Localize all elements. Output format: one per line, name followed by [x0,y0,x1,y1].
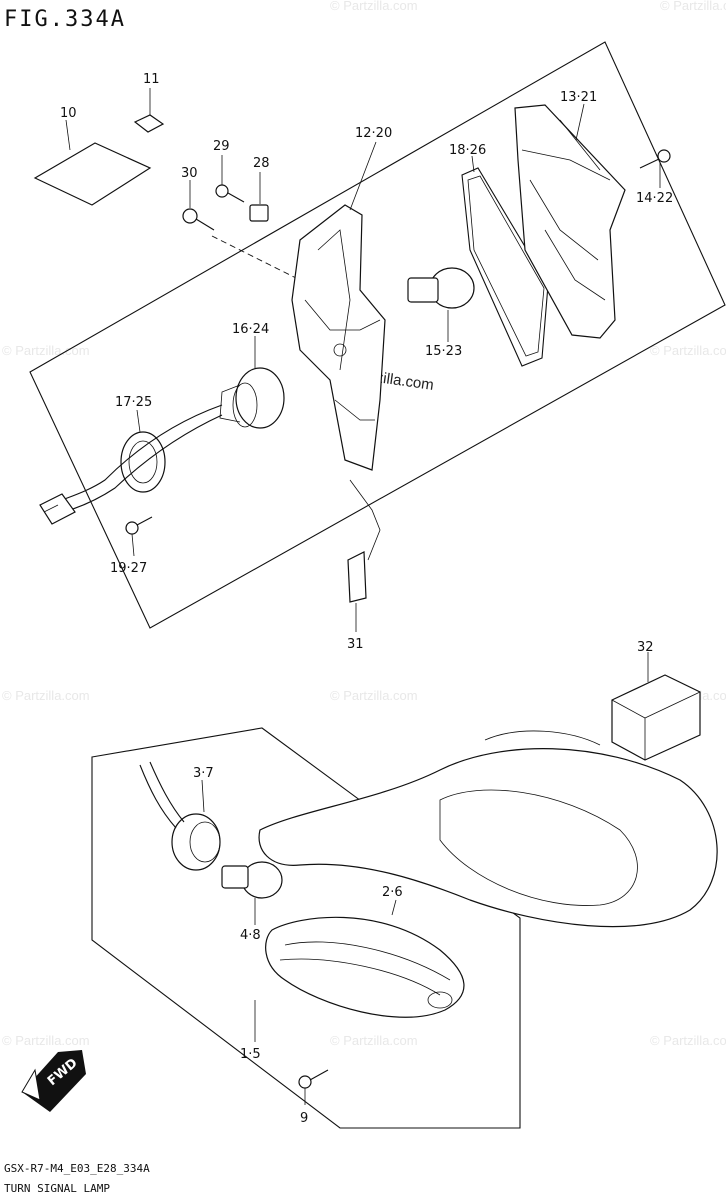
callout-31: 31 [347,637,364,652]
callout-11: 11 [143,72,160,87]
callout-9: 9 [300,1111,308,1126]
part-16-socket [219,336,285,429]
harness-connector [39,493,76,525]
part-11-block [133,88,165,133]
leader-dashed [211,235,301,281]
part-lamp-stalk [258,730,718,928]
part-2-lens [265,899,465,1018]
watermark: © Partzilla.com [330,1033,418,1048]
callout-18-26: 18·26 [449,143,486,158]
callout-10: 10 [60,106,77,121]
part-4-bulb [221,861,283,925]
part-31-clip [347,479,381,632]
part-12-housing [291,141,386,471]
callout-4-8: 4·8 [240,928,261,943]
part-17-grommet [61,404,223,511]
part-15-bulb [407,267,475,342]
callout-29: 29 [213,139,230,154]
part-10-sheet [33,119,152,206]
section-name: TURN SIGNAL LAMP [4,1182,110,1195]
part-14-screw [639,149,671,188]
callout-14-22: 14·22 [636,191,673,206]
callout-12-20: 12·20 [355,126,392,141]
part-18-gasket [461,155,549,367]
watermark: © Partzilla.com [660,0,726,13]
lower-assembly [91,727,718,1129]
model-code: GSX-R7-M4_E03_E28_334A [4,1162,150,1175]
watermark: © Partzilla.com [2,1033,90,1048]
part-9-screw [298,1069,329,1105]
assembly-frame-lower [91,727,521,1129]
callout-2-6: 2·6 [382,885,403,900]
watermark: © Partzilla.com [330,0,418,13]
fwd-arrow-icon: FWD [21,1050,86,1112]
callout-32: 32 [637,640,654,655]
callout-1-5: 1·5 [240,1047,261,1062]
callout-13-21: 13·21 [560,90,597,105]
callout-3-7: 3·7 [193,766,214,781]
assembly-frame-upper [29,41,726,629]
part-29-screw [215,155,245,203]
callout-28: 28 [253,156,270,171]
watermark: © Partzilla.com [2,688,90,703]
part-3-socket [139,761,221,871]
part-28-clip [249,172,269,222]
callout-15-23: 15·23 [425,344,462,359]
part-32-relay [611,652,701,761]
part-13-lens [514,103,626,339]
callout-30: 30 [181,166,198,181]
watermark: © Partzilla.com [330,688,418,703]
watermark: © Partzilla.com [2,343,90,358]
watermark: © Partzilla.com [650,1033,726,1048]
callout-labels: 10 11 29 28 30 12·20 18·26 13·21 14·22 1… [60,72,673,1126]
figure-title: FIG.334A [4,7,126,32]
upper-assembly [29,41,726,632]
callout-17-25: 17·25 [115,395,152,410]
part-30-screw [182,180,215,231]
callout-16-24: 16·24 [232,322,269,337]
callout-19-27: 19·27 [110,561,147,576]
part-19-screw [125,516,153,557]
watermark: © Partzilla.com [650,343,726,358]
